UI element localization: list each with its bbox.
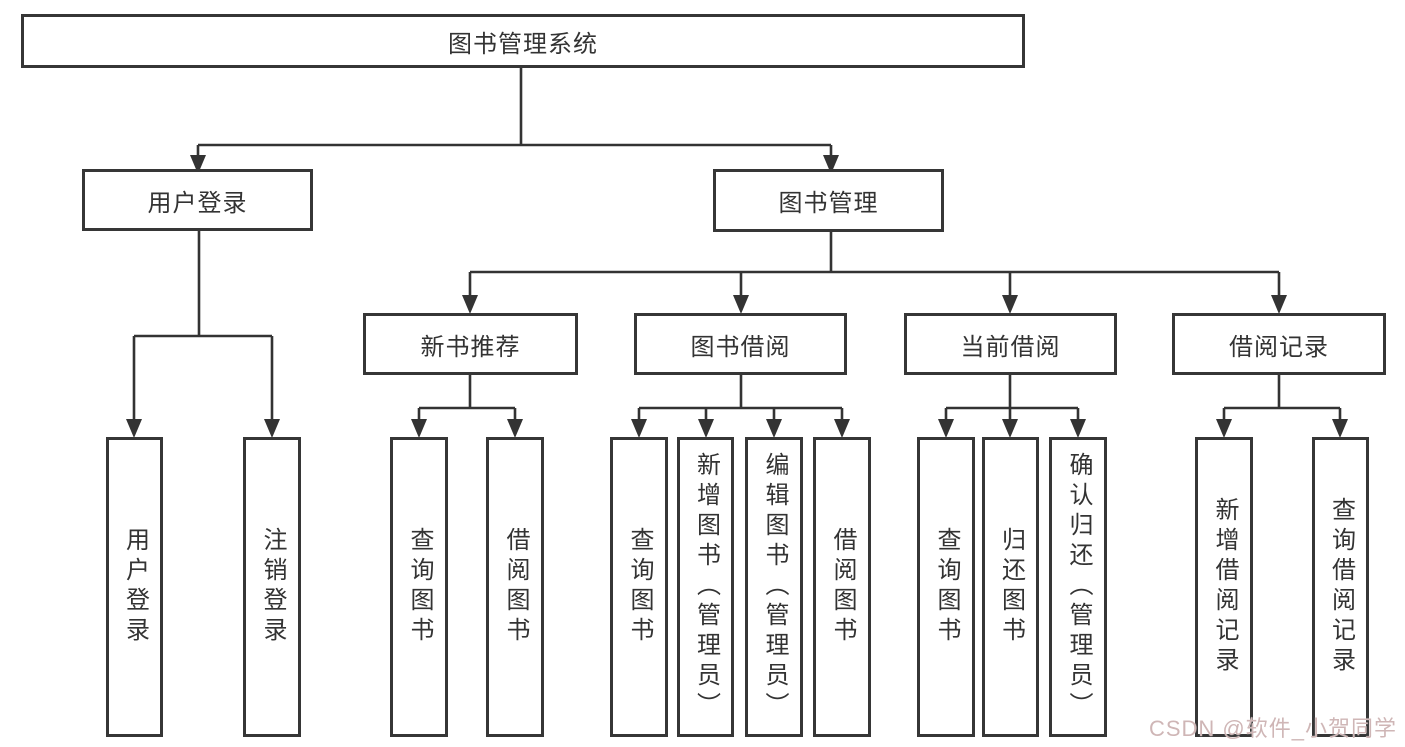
node-label: 图书管理系统 <box>448 30 598 58</box>
node-label: 用户登录 <box>147 189 248 217</box>
node-label: 新增借阅记录 <box>1211 497 1238 677</box>
leaf-current-confirm-return-admin: 确认归还（管理员） <box>1049 437 1107 737</box>
node-current-borrowing: 当前借阅 <box>904 313 1117 375</box>
node-label: 编辑图书（管理员） <box>761 452 788 722</box>
node-system-root: 图书管理系统 <box>21 14 1025 68</box>
node-label: 新增图书（管理员） <box>692 452 720 722</box>
node-borrowing-records: 借阅记录 <box>1172 313 1386 375</box>
node-label: 查询图书 <box>933 527 960 647</box>
node-label: 用户登录 <box>121 527 149 647</box>
node-label: 注销登录 <box>259 527 286 647</box>
leaf-logout: 注销登录 <box>243 437 301 737</box>
node-user-login: 用户登录 <box>82 169 313 231</box>
leaf-records-add-record: 新增借阅记录 <box>1195 437 1253 737</box>
node-new-book-recommend: 新书推荐 <box>363 313 578 375</box>
node-label: 当前借阅 <box>960 333 1061 361</box>
leaf-borrowing-add-books-admin: 新增图书（管理员） <box>677 437 734 737</box>
leaf-records-query-record: 查询借阅记录 <box>1312 437 1369 737</box>
node-label: 归还图书 <box>997 527 1025 647</box>
node-book-borrowing: 图书借阅 <box>634 313 847 375</box>
node-label: 图书管理 <box>778 190 879 217</box>
leaf-borrowing-borrow-books: 借阅图书 <box>813 437 871 737</box>
node-label: 图书借阅 <box>690 333 791 361</box>
node-label: 确认归还（管理员） <box>1065 452 1092 722</box>
leaf-current-return-books: 归还图书 <box>982 437 1039 737</box>
csdn-watermark: CSDN @软件_小贺同学 <box>1148 716 1397 741</box>
node-label: 查询图书 <box>626 527 653 647</box>
node-label: 借阅图书 <box>502 527 529 647</box>
leaf-borrowing-query-books: 查询图书 <box>610 437 668 737</box>
node-label: 新书推荐 <box>420 333 521 361</box>
node-label: 查询图书 <box>406 527 433 647</box>
leaf-borrowing-edit-books-admin: 编辑图书（管理员） <box>745 437 803 737</box>
node-label: 借阅记录 <box>1229 333 1329 361</box>
leaf-recommend-query-books: 查询图书 <box>390 437 448 737</box>
arrowheads <box>126 155 1348 438</box>
leaf-user-login: 用户登录 <box>106 437 163 737</box>
leaf-current-query-books: 查询图书 <box>917 437 975 737</box>
leaf-recommend-borrow-books: 借阅图书 <box>486 437 544 737</box>
node-label: 查询借阅记录 <box>1327 497 1355 677</box>
node-label: 借阅图书 <box>829 527 856 647</box>
node-book-management: 图书管理 <box>713 169 944 232</box>
